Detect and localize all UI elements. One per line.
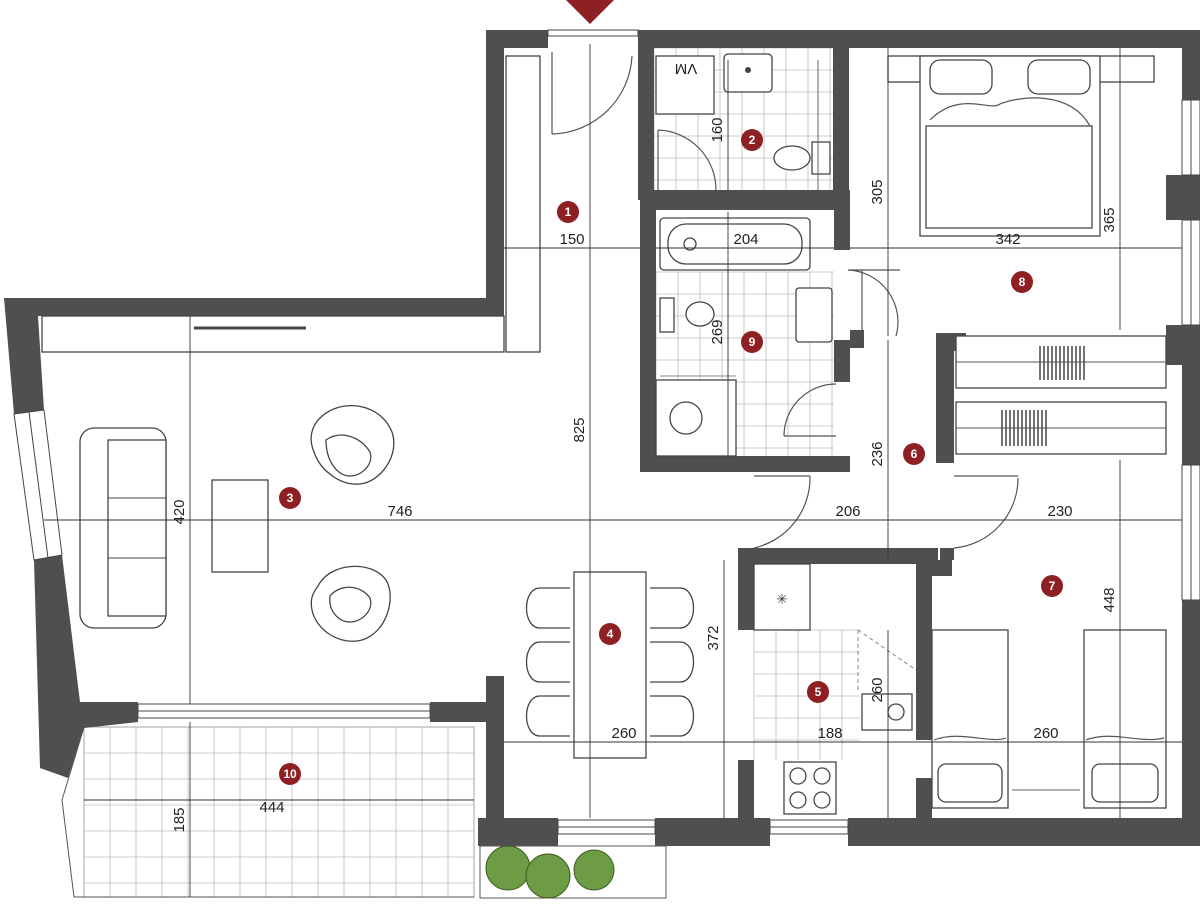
svg-text:9: 9 — [749, 335, 756, 349]
svg-text:3: 3 — [287, 491, 294, 505]
armchairs — [310, 405, 395, 642]
garden-greenery — [479, 845, 667, 899]
sofa — [79, 427, 167, 629]
dim-label: 260 — [1033, 725, 1058, 742]
windows — [13, 29, 1200, 835]
dim-label: 204 — [733, 231, 758, 248]
room-badge-4: 4 — [599, 623, 621, 645]
entrance-arrow-icon — [566, 0, 614, 24]
doors — [551, 52, 1019, 549]
dim-label: 825 — [571, 417, 588, 442]
room-badge-5: 5 — [807, 681, 829, 703]
dim-label: 420 — [171, 499, 188, 524]
dim-label: 236 — [869, 441, 886, 466]
dim-label: 206 — [835, 503, 860, 520]
dining-chair — [526, 641, 570, 683]
dim-label: 448 — [1101, 587, 1118, 612]
svg-text:6: 6 — [911, 447, 918, 461]
room-badge-8: 8 — [1011, 271, 1033, 293]
dim-label: 342 — [995, 231, 1020, 248]
room-badge-1: 1 — [557, 201, 579, 223]
dim-label: 372 — [705, 625, 722, 650]
dining-chair — [526, 587, 570, 629]
dim-label: 160 — [709, 117, 726, 142]
room-badge-2: 2 — [741, 129, 763, 151]
single-beds — [931, 629, 1167, 809]
dim-label: 260 — [869, 677, 886, 702]
room-badge-10: 10 — [279, 763, 301, 785]
dining-set — [526, 571, 694, 759]
kitchen-fixtures: ✳ — [753, 563, 917, 815]
room-badge-3: 3 — [279, 487, 301, 509]
dim-label: 230 — [1047, 503, 1072, 520]
svg-text:4: 4 — [607, 627, 614, 641]
dim-label: 260 — [611, 725, 636, 742]
dimension-labels: 150 160 305 365 342 204 269 825 236 420 … — [171, 117, 1118, 832]
dining-chair — [650, 695, 694, 737]
room-badges: 1 2 3 4 5 6 7 8 9 10 — [279, 129, 1063, 785]
washer-label: VM — [675, 60, 698, 77]
star-icon: ✳ — [776, 593, 788, 608]
dim-label: 746 — [387, 503, 412, 520]
dim-label: 365 — [1101, 207, 1118, 232]
dim-label: 150 — [559, 231, 584, 248]
wardrobes — [955, 335, 1167, 455]
svg-text:1: 1 — [565, 205, 572, 219]
hall-wardrobe — [41, 55, 541, 353]
dim-label: 188 — [817, 725, 842, 742]
dim-label: 185 — [171, 807, 188, 832]
room-badge-6: 6 — [903, 443, 925, 465]
dimension-lines — [44, 44, 1182, 897]
bathroom-fixtures — [655, 217, 833, 457]
dim-label: 444 — [259, 799, 284, 816]
dining-chair — [526, 695, 570, 737]
svg-text:8: 8 — [1019, 275, 1026, 289]
coffee-table — [211, 479, 269, 573]
dining-chair — [650, 587, 694, 629]
svg-text:10: 10 — [283, 767, 297, 781]
svg-text:5: 5 — [815, 685, 822, 699]
dim-label: 269 — [709, 319, 726, 344]
wc-fixtures: VM — [655, 53, 831, 190]
svg-text:2: 2 — [749, 133, 756, 147]
room-badge-7: 7 — [1041, 575, 1063, 597]
dim-label: 305 — [869, 179, 886, 204]
svg-text:7: 7 — [1049, 579, 1056, 593]
room-badge-9: 9 — [741, 331, 763, 353]
terrace-tiles — [61, 726, 475, 898]
dining-chair — [650, 641, 694, 683]
